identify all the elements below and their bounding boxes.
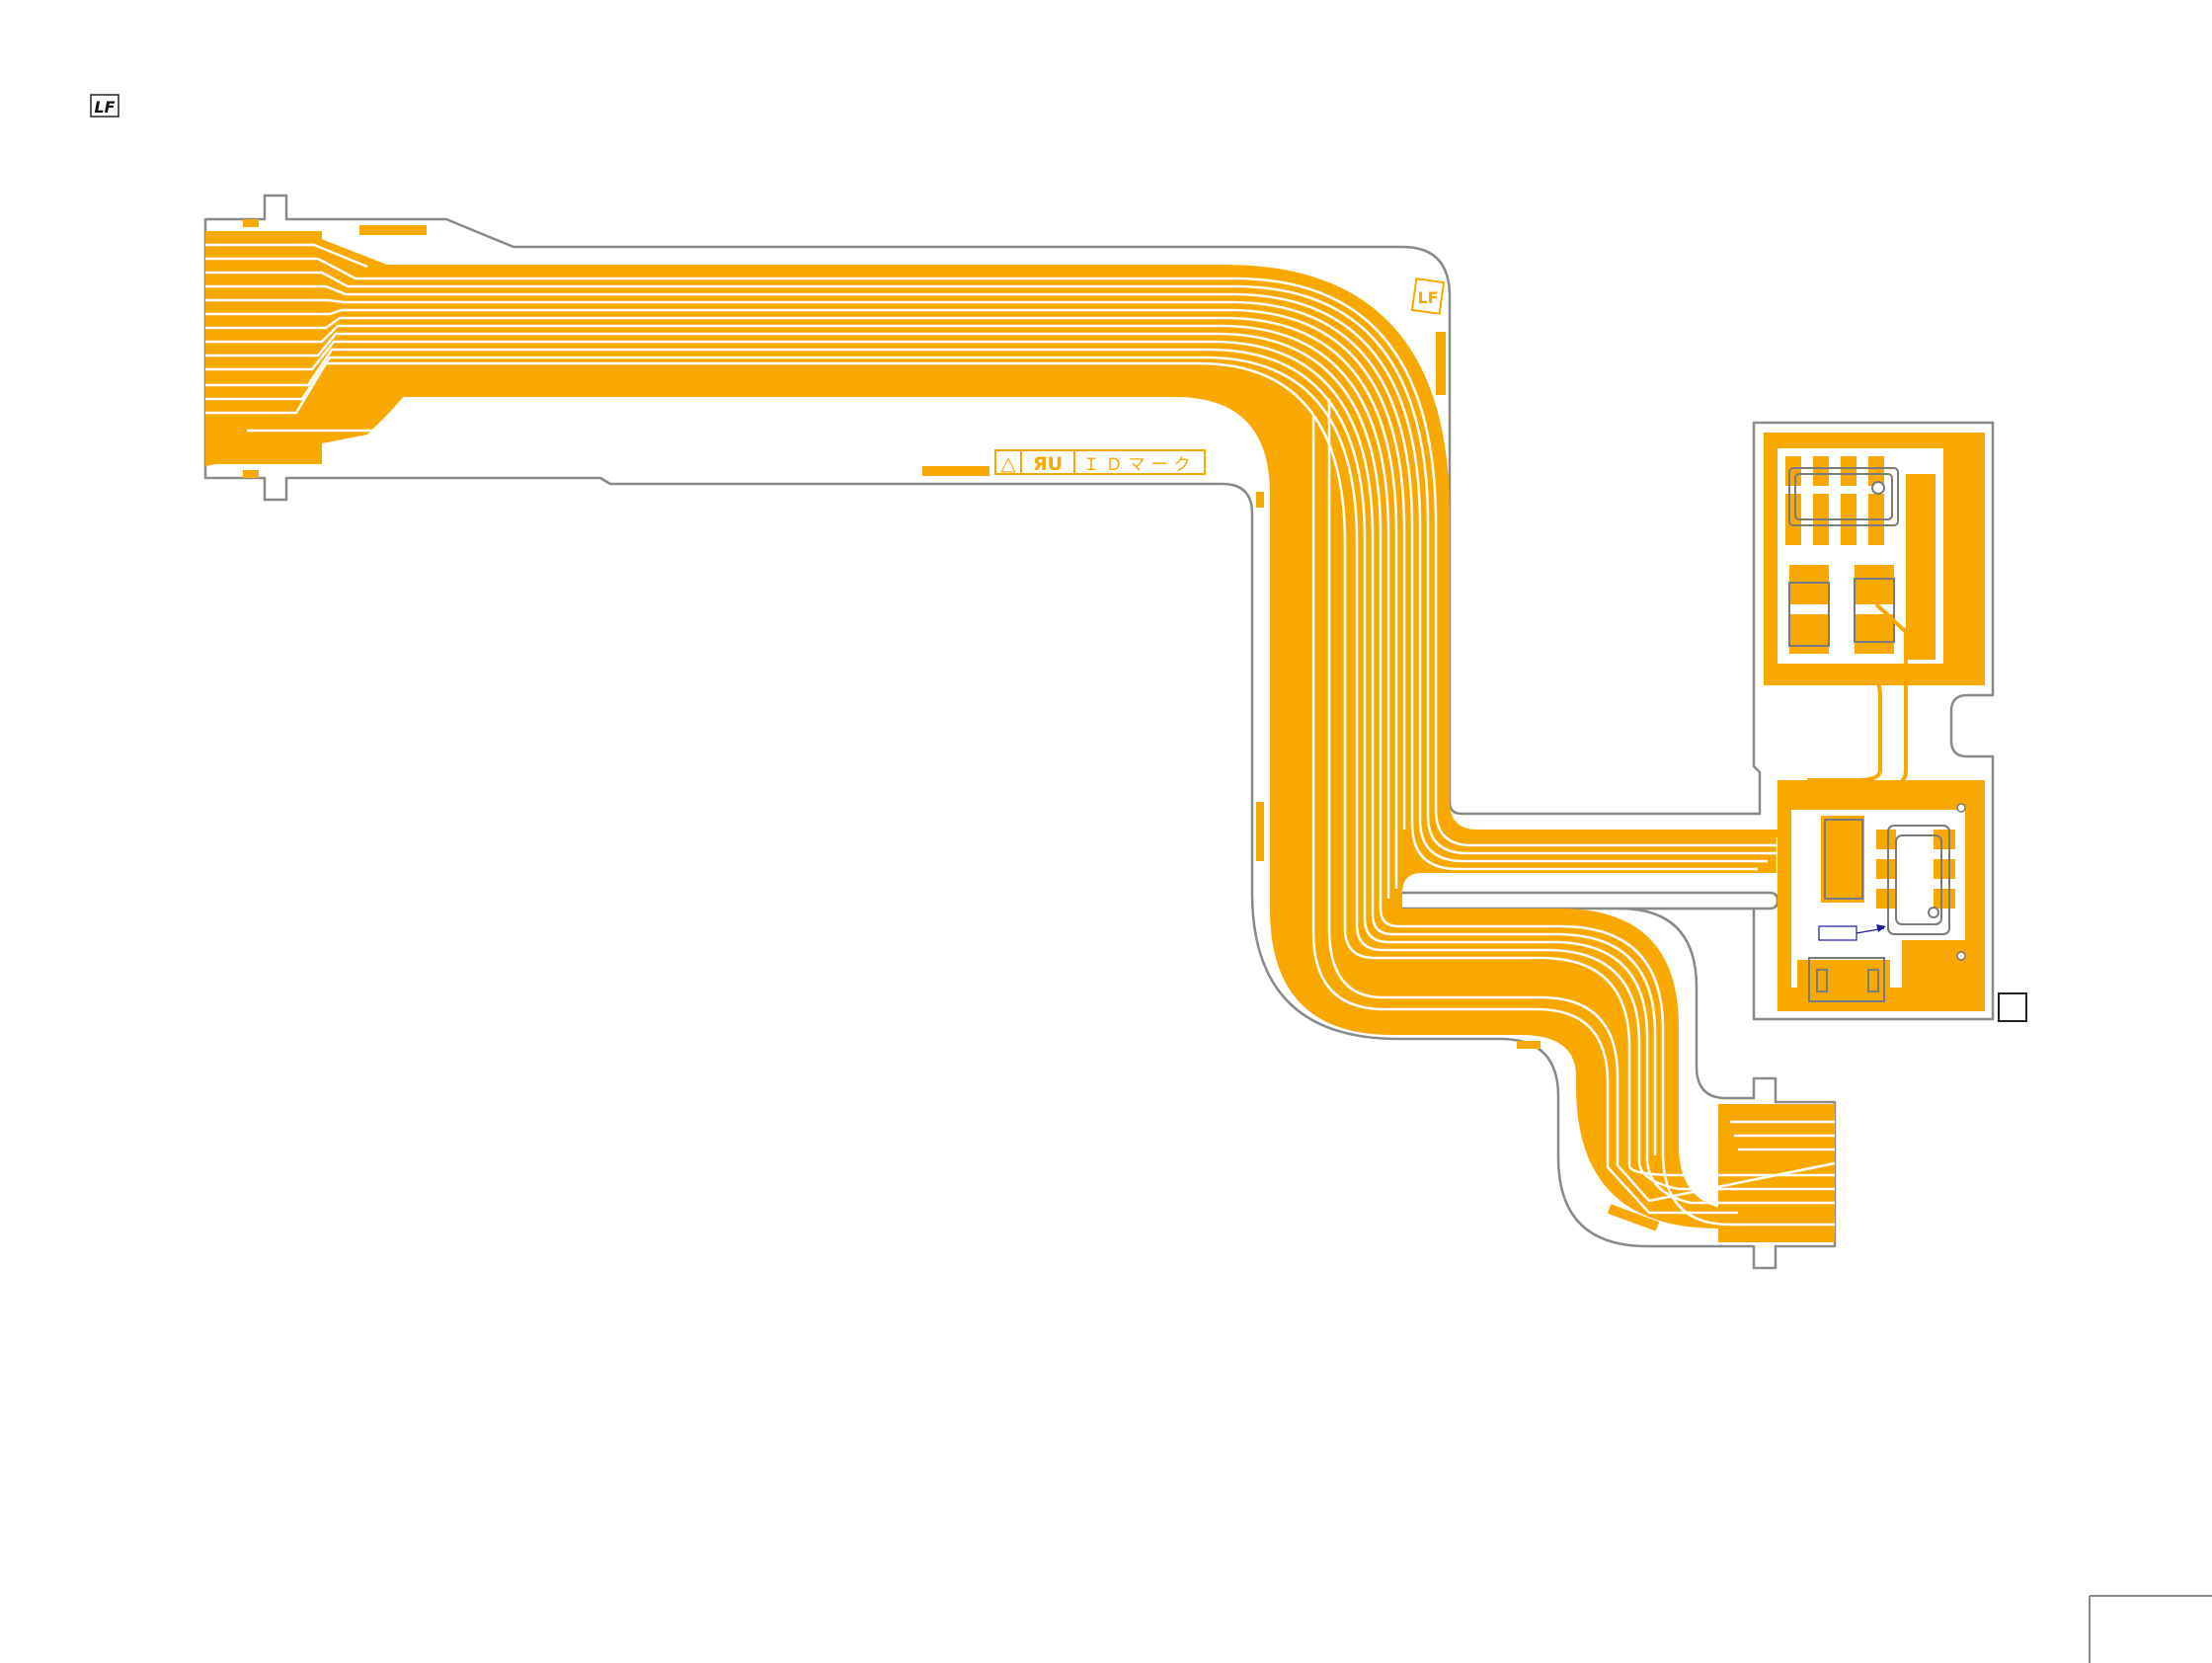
marking-box: △ ЯU ＩＤマーク <box>995 450 1205 475</box>
svg-text:LF: LF <box>1417 288 1438 307</box>
title-block-corner <box>2090 1596 2212 1663</box>
id-mark-label: ＩＤマーク <box>1083 455 1197 475</box>
board-logo-icon: LF <box>1412 278 1444 314</box>
component-area-lower <box>1778 780 1985 1011</box>
cert-mark: ЯU <box>1033 453 1063 475</box>
warning-triangle-icon: △ <box>1000 451 1016 475</box>
copper-flex-cable <box>205 231 1835 1242</box>
reference-square <box>1999 993 2026 1021</box>
svg-text:LF: LF <box>94 98 115 117</box>
manufacturer-logo-icon: LF <box>91 95 118 117</box>
